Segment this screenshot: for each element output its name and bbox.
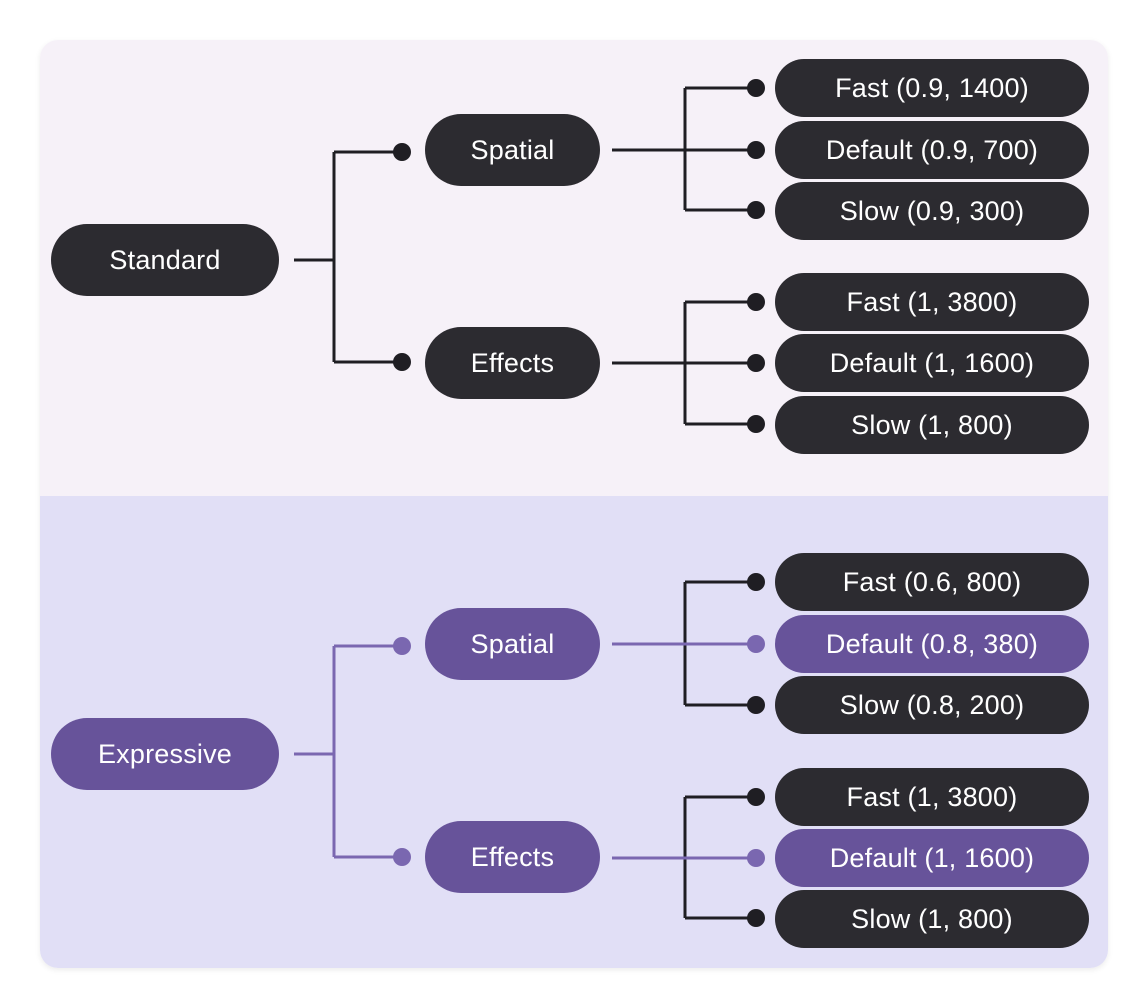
leaf-node-standard-effects-slow: Slow (1, 800) <box>775 396 1089 454</box>
leaf-node-expressive-effects-slow: Slow (1, 800) <box>775 890 1089 948</box>
standard-connectors <box>294 86 756 426</box>
leaf-node-standard-effects-fast: Fast (1, 3800) <box>775 273 1089 331</box>
group-node-standard: Standard <box>51 224 279 296</box>
leaf-node-expressive-effects-fast: Fast (1, 3800) <box>775 768 1089 826</box>
leaf-node-expressive-spatial-default: Default (0.8, 380) <box>775 615 1089 673</box>
leaf-node-expressive-spatial-slow: Slow (0.8, 200) <box>775 676 1089 734</box>
expressive-dark-dots <box>747 573 765 927</box>
branch-node-standard-effects: Effects <box>425 327 600 399</box>
group-node-expressive: Expressive <box>51 718 279 790</box>
leaf-node-standard-spatial-fast: Fast (0.9, 1400) <box>775 59 1089 117</box>
expressive-dark-connectors <box>683 580 756 920</box>
leaf-node-expressive-effects-default: Default (1, 1600) <box>775 829 1089 887</box>
branch-node-expressive-spatial: Spatial <box>425 608 600 680</box>
leaf-node-expressive-spatial-fast: Fast (0.6, 800) <box>775 553 1089 611</box>
leaf-node-standard-effects-default: Default (1, 1600) <box>775 334 1089 392</box>
leaf-node-standard-spatial-slow: Slow (0.9, 300) <box>775 182 1089 240</box>
expressive-highlight-connectors <box>294 642 756 860</box>
branch-node-expressive-effects: Effects <box>425 821 600 893</box>
branch-node-standard-spatial: Spatial <box>425 114 600 186</box>
standard-connector-dots <box>393 79 765 433</box>
expressive-highlight-dots <box>393 635 765 867</box>
leaf-node-standard-spatial-default: Default (0.9, 700) <box>775 121 1089 179</box>
